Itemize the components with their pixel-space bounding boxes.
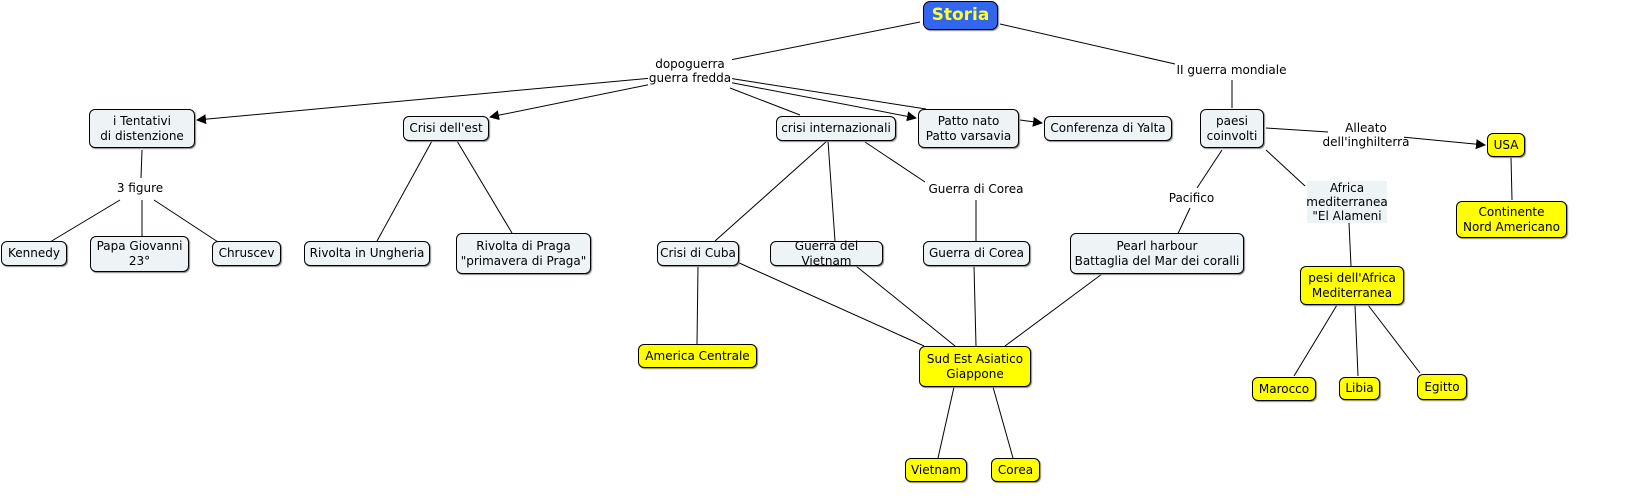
concept-conferenza-yalta[interactable]: Conferenza di Yalta	[1044, 116, 1172, 141]
line-connector	[1367, 304, 1421, 374]
concept-egitto[interactable]: Egitto	[1417, 374, 1467, 400]
root-concept-storia[interactable]: Storia	[923, 1, 998, 30]
link-seconda-guerra-mondiale: II guerra mondiale	[1175, 62, 1288, 78]
line-connector	[937, 386, 955, 459]
line-connector	[727, 77, 927, 110]
line-connector	[140, 149, 143, 179]
concept-kennedy[interactable]: Kennedy	[1, 241, 67, 266]
concept-rivolta-praga[interactable]: Rivolta di Praga "primavera di Praga"	[456, 233, 591, 274]
concept-america-centrale[interactable]: America Centrale	[638, 344, 757, 368]
concept-chruscev[interactable]: Chruscev	[212, 241, 281, 266]
line-connector	[39, 199, 121, 249]
line-connector	[456, 140, 513, 234]
concept-crisi-cuba[interactable]: Crisi di Cuba	[657, 241, 739, 266]
concept-rivolta-ungheria[interactable]: Rivolta in Ungheria	[304, 241, 430, 266]
concept-pearl-harbour[interactable]: Pearl harbour Battaglia del Mar dei cora…	[1070, 233, 1244, 274]
concept-papa-giovanni[interactable]: Papa Giovanni 23°	[90, 236, 189, 272]
line-connector	[729, 87, 801, 116]
link-dopoguerra-guerra-fredda: dopoguerra guerra fredda	[648, 56, 732, 86]
concept-patto-nato-varsavia[interactable]: Patto nato Patto varsavia	[918, 109, 1019, 148]
arrow-connector	[489, 83, 653, 121]
line-connector	[153, 199, 219, 243]
concept-corea[interactable]: Corea	[991, 458, 1040, 482]
arrow-connector	[196, 77, 653, 125]
line-connector	[1348, 222, 1352, 267]
concept-crisi-est[interactable]: Crisi dell'est	[403, 116, 489, 141]
line-connector	[736, 261, 925, 347]
concept-tentativi-distenzione[interactable]: i Tentativi di distenzione	[89, 109, 195, 148]
line-connector	[1265, 149, 1306, 187]
line-connector	[1354, 304, 1359, 377]
concept-marocco[interactable]: Marocco	[1252, 377, 1316, 401]
link-alleato-inghilterra: Alleato dell'inghilterra	[1322, 120, 1410, 150]
arrow-connector	[727, 81, 917, 122]
concept-paesi-africa-mediterranea[interactable]: pesi dell'Africa Mediterranea	[1300, 266, 1404, 305]
line-connector	[714, 140, 828, 242]
concept-libia[interactable]: Libia	[1339, 377, 1380, 400]
line-connector	[1196, 149, 1223, 189]
link-africa-mediterranea: Africa mediterranea "El Alameni	[1306, 181, 1388, 223]
concept-crisi-internazionali[interactable]: crisi internazionali	[776, 116, 896, 141]
link-pacifico: Pacifico	[1163, 190, 1220, 206]
line-connector	[719, 21, 921, 63]
line-connector	[696, 265, 699, 345]
link-guerra-di-corea: Guerra di Corea	[925, 181, 1027, 197]
line-connector	[376, 140, 433, 242]
concept-usa[interactable]: USA	[1487, 133, 1525, 157]
arrow-connector	[1019, 116, 1043, 127]
line-connector	[864, 141, 926, 183]
line-connector	[855, 265, 956, 347]
concept-guerra-corea[interactable]: Guerra di Corea	[923, 241, 1030, 266]
line-connector	[1510, 156, 1513, 201]
concept-guerra-vietnam[interactable]: Guerra del Vietnam	[770, 239, 883, 268]
arrow-connector	[1401, 136, 1486, 150]
concept-continente-nord-americano[interactable]: Continente Nord Americano	[1456, 201, 1567, 238]
line-connector	[992, 386, 1014, 459]
concept-paesi-coinvolti[interactable]: paesi coinvolti	[1200, 109, 1264, 148]
line-connector	[827, 140, 836, 242]
concept-sud-est-asiatico[interactable]: Sud Est Asiatico Giappone	[919, 346, 1031, 387]
line-connector	[1293, 304, 1338, 377]
link-tre-figure: 3 figure	[113, 180, 167, 196]
line-connector	[1265, 127, 1329, 133]
line-connector	[973, 265, 977, 347]
line-connector	[999, 23, 1176, 65]
concept-vietnam[interactable]: Vietnam	[905, 458, 967, 482]
line-connector	[1004, 273, 1103, 347]
